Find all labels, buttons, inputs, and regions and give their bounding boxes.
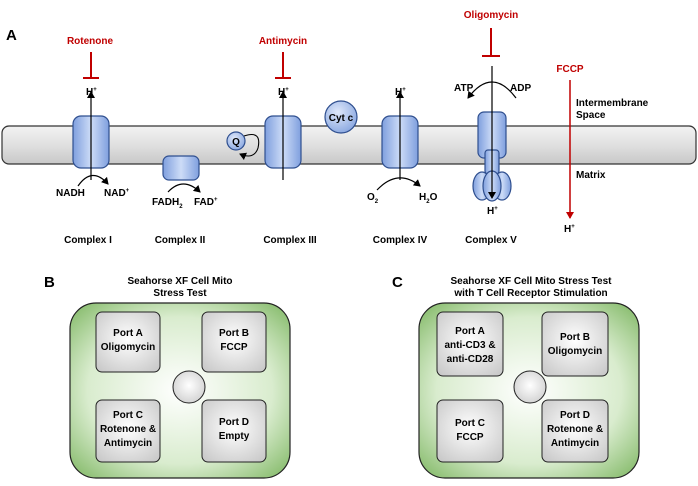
- complex-i-proton: H+: [86, 87, 97, 98]
- adp-label: ADP: [510, 83, 531, 94]
- complex-i-reaction-arrow: [77, 174, 109, 187]
- ubiquinone-q: [226, 131, 246, 151]
- rotenone-label: Rotenone: [67, 36, 114, 47]
- complex-v-reaction-arrow: [467, 81, 517, 99]
- complex-iii-label: Complex III: [263, 235, 317, 246]
- antimycin-label: Antimycin: [259, 36, 307, 47]
- cytochrome-c: [324, 100, 358, 134]
- complex-v-label: Complex V: [465, 235, 517, 246]
- oligomycin-label: Oligomycin: [464, 10, 518, 21]
- panel-label-b: B: [44, 274, 55, 291]
- q-label: Q: [232, 137, 240, 148]
- fccp-label: FCCP: [556, 64, 584, 75]
- fad-label: FAD+: [194, 197, 218, 208]
- complex-v-proton: H+: [487, 206, 498, 217]
- plate-b: [69, 302, 291, 479]
- antimycin-inhibit-symbol: [275, 52, 291, 79]
- complex-iii-proton: H+: [278, 87, 289, 98]
- fadh2-label: FADH2: [152, 197, 183, 210]
- matrix-label: Matrix: [576, 170, 606, 181]
- plate-b-port-d: [201, 399, 267, 463]
- h2o-label: H2O: [419, 192, 438, 205]
- oligomycin-inhibit-symbol: [482, 28, 500, 57]
- complex-ii-reaction-arrow: [167, 183, 201, 193]
- complex-iv-reaction-arrow: [376, 177, 421, 191]
- complex-iv-label: Complex IV: [373, 235, 428, 246]
- plate-c-port-b: [541, 311, 609, 377]
- plate-c: [418, 302, 640, 479]
- complex-ii-label: Complex II: [155, 235, 206, 246]
- atp-label: ATP: [454, 83, 474, 94]
- fccp-proton: H+: [564, 224, 575, 235]
- plate-c-port-c: [436, 399, 504, 463]
- complex-iv-proton: H+: [395, 87, 406, 98]
- panel-label-c: C: [392, 274, 403, 291]
- rotenone-inhibit-symbol: [83, 52, 99, 79]
- complex-i-label: Complex I: [64, 235, 112, 246]
- plate-b-port-c: [95, 399, 161, 463]
- plate-c-port-a: [436, 311, 504, 377]
- cyt-c-label: Cyt c: [329, 113, 354, 124]
- nad-label: NAD+: [104, 188, 130, 199]
- o2-label: O2: [367, 192, 379, 205]
- plate-b-port-a: [95, 311, 161, 373]
- plate-c-port-d: [541, 399, 609, 463]
- complex-ii-protein: [162, 155, 200, 181]
- nadh-label: NADH: [56, 188, 85, 199]
- panel-label-a: A: [6, 27, 17, 44]
- q-cycle-arrow: [239, 133, 260, 161]
- plate-b-port-b: [201, 311, 267, 373]
